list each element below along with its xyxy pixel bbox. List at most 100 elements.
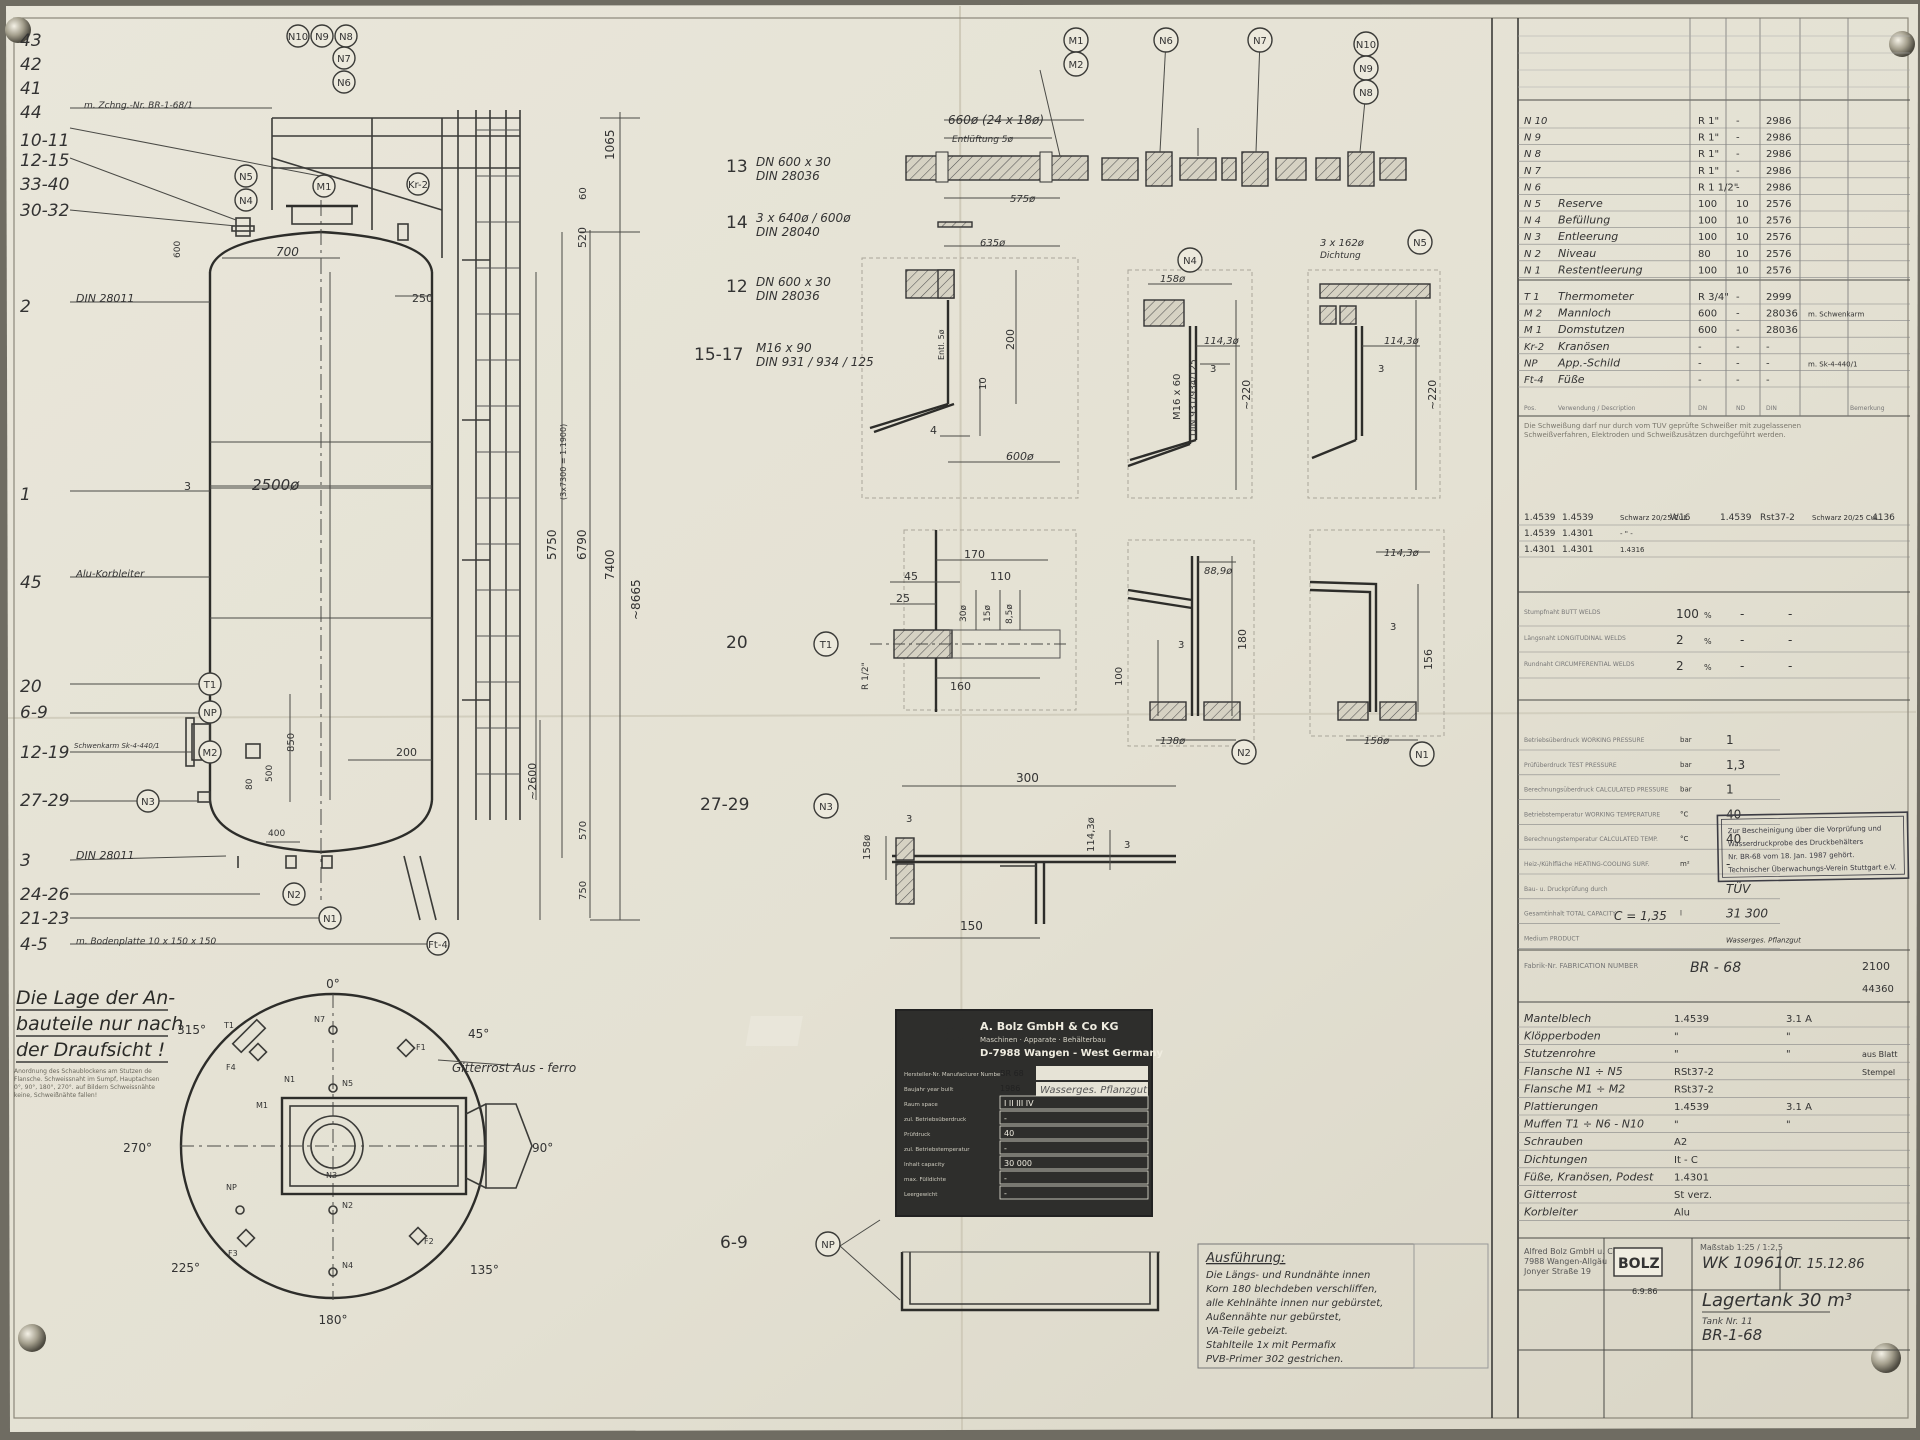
material-note: Stempel <box>1862 1068 1895 1077</box>
table-header-cell: ND <box>1736 405 1745 412</box>
design-unit: bar <box>1680 786 1692 794</box>
title-logo: BOLZ <box>1618 1256 1660 1272</box>
part-desc: Thermometer <box>1558 290 1635 303</box>
bubble <box>1153 27 1179 53</box>
part-pos: Kr-2 <box>1524 342 1544 353</box>
bubble <box>332 70 356 94</box>
label: 7400 <box>603 549 617 580</box>
nameplate-row-value: - <box>1004 1174 1007 1183</box>
part-din: 28036 <box>1766 325 1798 336</box>
label: 2500ø <box>252 476 300 494</box>
label: 6-9 <box>720 1233 748 1253</box>
weld-cell: 1.4301 <box>1524 545 1556 555</box>
part-nd: - <box>1736 325 1740 336</box>
nozzle-din: 2576 <box>1766 199 1791 210</box>
bubble-label: N4 <box>239 196 253 207</box>
weld-cell: 1.4539 <box>1524 529 1556 539</box>
weld-cell: 1.4301 <box>1562 545 1594 555</box>
bubble <box>136 789 160 813</box>
right-table-frame <box>1491 18 1910 1418</box>
label: 25 <box>896 592 910 605</box>
bubble-label: M1 <box>1069 36 1084 47</box>
title-wk: WK 109610 <box>1702 1253 1794 1272</box>
label: 20 <box>726 633 748 653</box>
nozzle-pos: N 7 <box>1524 166 1542 177</box>
label: 13 <box>726 157 748 177</box>
stamp-line: Wasserdruckprobe des Druckbehälters <box>1728 838 1864 848</box>
bubble-label: N3 <box>141 797 155 808</box>
execution-line: VA-Teile gebeizt. <box>1206 1326 1288 1337</box>
test-unit: % <box>1704 637 1712 646</box>
weld-cell: Rst37-2 <box>1760 513 1795 523</box>
plan-label: N7 <box>314 1015 325 1024</box>
material-note: aus Blatt <box>1862 1050 1898 1059</box>
position-label: 44 <box>20 103 42 123</box>
label: 158ø <box>1160 274 1186 285</box>
bubble <box>426 932 450 956</box>
nameplate: BOLZ A. Bolz GmbH & Co KG Maschinen · Ap… <box>745 1009 1164 1217</box>
nameplate-logo: BOLZ <box>936 1024 990 1045</box>
test-label: Längsnaht LONGITUDINAL WELDS <box>1524 635 1626 642</box>
bubble-label: N8 <box>339 32 353 43</box>
label: m. Zchng.-Nr. BR-1-68/1 <box>84 101 193 111</box>
label: 8,5ø <box>1005 604 1015 624</box>
weld-note: Die Schweißung darf nur durch vom TÜV ge… <box>1524 422 1802 439</box>
angle-label: 135° <box>470 1263 499 1277</box>
nozzle-nd: 10 <box>1736 232 1749 243</box>
nameplate-row-label: Raum space <box>904 1102 938 1108</box>
nozzle-din: 2576 <box>1766 232 1791 243</box>
nameplate-company: A. Bolz GmbH & Co KG <box>980 1020 1119 1033</box>
material-item: Gitterrost <box>1524 1188 1577 1201</box>
bubble <box>1063 51 1089 77</box>
angle-label: 45° <box>468 1027 489 1041</box>
nameplate-row-label: zul. Betriebstemperatur <box>904 1147 970 1153</box>
nozzle-pos: N 10 <box>1524 116 1547 127</box>
label: 158ø <box>862 835 873 860</box>
label: 100 <box>1114 667 1125 686</box>
label: 3 <box>184 480 191 493</box>
table-header-cell: DIN <box>1766 405 1777 412</box>
nameplate-row-value: - <box>1004 1114 1007 1123</box>
bubble <box>1231 739 1257 765</box>
pin-icon <box>1871 1343 1901 1373</box>
design-unit: bar <box>1680 761 1692 769</box>
nozzle-pos: N 1 <box>1524 265 1541 276</box>
label: Dichtung <box>1320 251 1361 261</box>
nozzle-nd: - <box>1736 116 1740 127</box>
weld-cell: 1.4316 <box>1620 546 1645 554</box>
bubble <box>198 672 222 696</box>
position-label: 6-9 <box>20 703 48 723</box>
design-unit: °C <box>1680 835 1689 843</box>
nozzle-nd: 10 <box>1736 249 1749 260</box>
execution-line: alle Kehlnähte innen nur gebürstet, <box>1206 1298 1383 1309</box>
pin-icon <box>5 17 31 43</box>
label: 850 <box>286 733 297 752</box>
table-header-cell: Verwendung / Description <box>1558 405 1636 412</box>
material-cert: " <box>1786 1120 1791 1131</box>
part-note: m. Schwenkarm <box>1808 311 1864 319</box>
angle-label: 270° <box>123 1141 152 1155</box>
tank-elevation <box>69 107 640 945</box>
part-din: - <box>1766 358 1770 369</box>
material-cert: " <box>1786 1049 1791 1060</box>
weight-full: 44360 <box>1862 984 1894 995</box>
material-grade: A2 <box>1674 1137 1687 1148</box>
bubble-label: N4 <box>1183 256 1197 267</box>
position-label: 20 <box>20 677 42 697</box>
bubble <box>813 793 839 819</box>
angle-label: 180° <box>319 1313 348 1327</box>
label: 600ø <box>1006 450 1034 463</box>
plan-label: M1 <box>256 1101 268 1110</box>
label: 600 <box>173 241 183 258</box>
part-dn: 600 <box>1698 309 1717 320</box>
label: 180 <box>1236 629 1249 650</box>
label: m. Bodenplatte 10 x 150 x 150 <box>76 937 216 947</box>
material-grade: St verz. <box>1674 1190 1712 1201</box>
plan-labels: 0°45°90°135°180°225°270°315°N7N5N2N4N3M1… <box>123 977 576 1327</box>
nozzle-nd: - <box>1736 149 1740 160</box>
execution-line: PVB-Primer 302 gestrichen. <box>1206 1354 1344 1365</box>
bubble-label: Ft-4 <box>428 940 448 951</box>
nozzle-desc: Reserve <box>1558 197 1603 210</box>
label: ~8665 <box>629 579 643 620</box>
